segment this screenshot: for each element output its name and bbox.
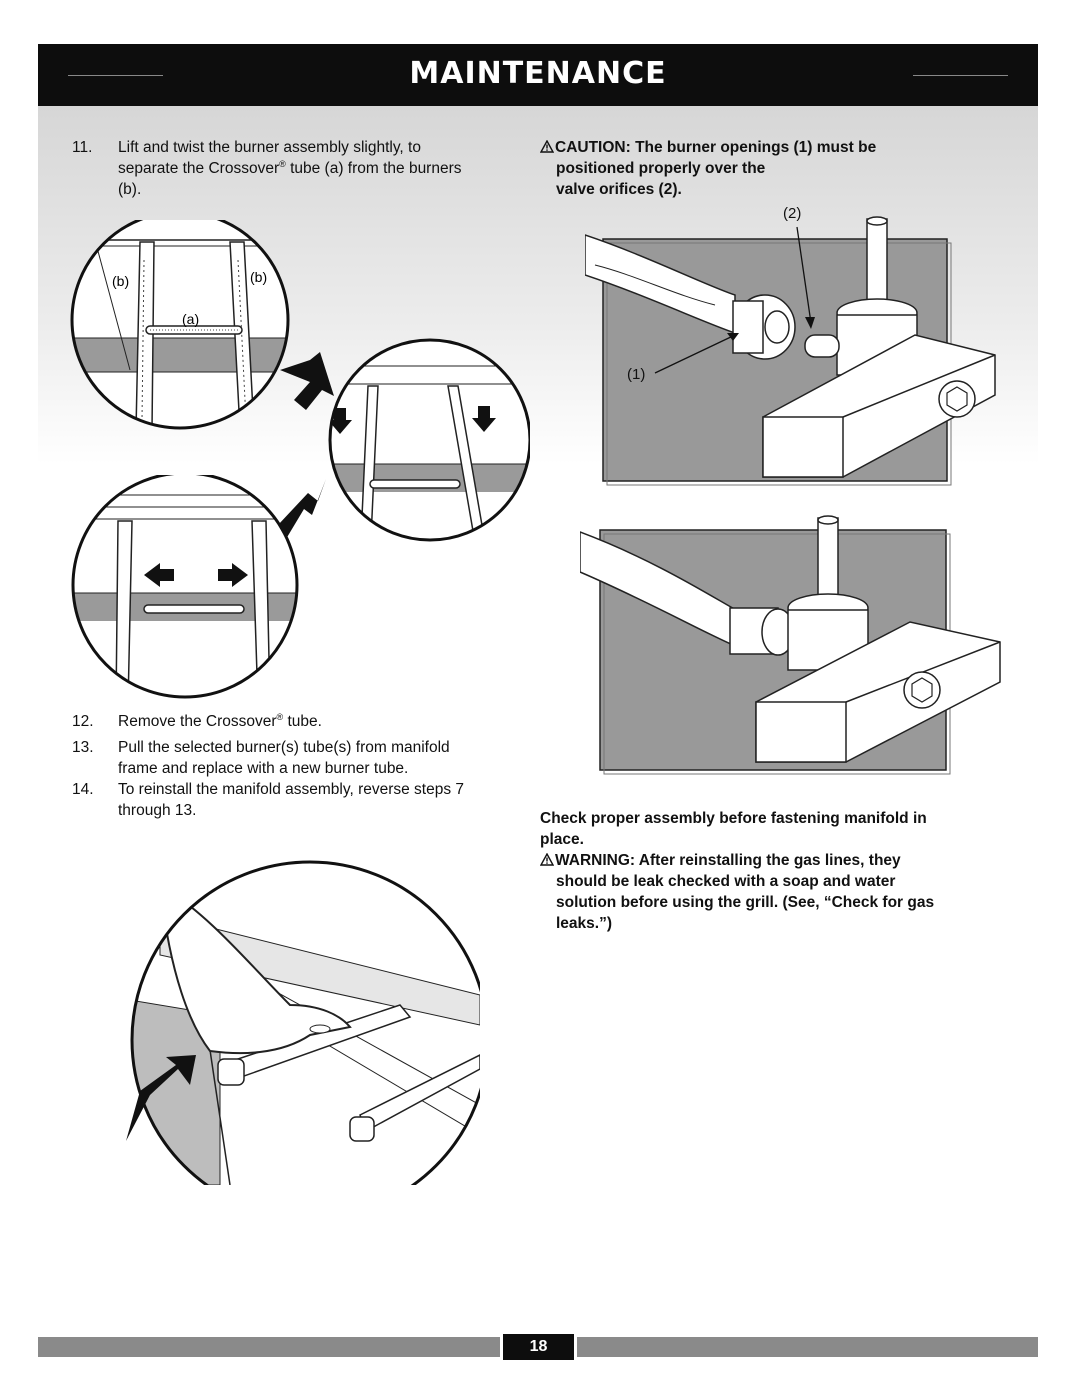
- caution-line: positioned properly over the: [556, 160, 766, 177]
- step-number: 13.: [72, 739, 94, 756]
- footer-bar-right: [577, 1337, 1038, 1357]
- step-text-line: frame and replace with a new burner tube…: [118, 760, 409, 777]
- arrow-icon: [126, 1055, 196, 1141]
- label-a: (a): [182, 311, 199, 327]
- burner-crossover-illustration: (b) (b) (a): [70, 220, 290, 430]
- callout-2: (2): [783, 205, 802, 222]
- burner-separate-illustration: [71, 475, 326, 699]
- burner-lift-illustration: [280, 338, 530, 542]
- valve-orifice-misaligned-illustration: [585, 216, 996, 486]
- caution-note: CAUTION: The burner openings (1) must be…: [540, 137, 1020, 203]
- step-text-line: (b).: [118, 181, 142, 198]
- step-13: 13. Pull the selected burner(s) tube(s) …: [72, 737, 512, 779]
- arrow-icon: [280, 352, 334, 410]
- label-b-left: (b): [112, 273, 129, 289]
- step-number: 12.: [72, 713, 94, 730]
- warning-line: WARNING: After reinstalling the gas line…: [555, 852, 901, 869]
- warning-icon: [540, 853, 554, 866]
- header-rule-left: [68, 75, 163, 76]
- warning-line: should be leak checked with a soap and w…: [556, 873, 896, 890]
- header-rule-right: [913, 75, 1008, 76]
- caution-line: valve orifices (2).: [556, 181, 682, 198]
- step-text-line: To reinstall the manifold assembly, reve…: [118, 781, 465, 798]
- valve-orifice-aligned-illustration: [580, 515, 1001, 775]
- step-14: 14. To reinstall the manifold assembly, …: [72, 779, 512, 821]
- warning-icon: [540, 140, 554, 153]
- callout-1: (1): [627, 366, 646, 383]
- step-number: 11.: [72, 139, 93, 156]
- warning-line: solution before using the grill. (See, “…: [556, 894, 935, 911]
- label-b-right: (b): [250, 269, 267, 285]
- page-number: 18: [503, 1334, 574, 1360]
- step-text-line: Lift and twist the burner assembly sligh…: [118, 139, 421, 156]
- warning-line: leaks.”): [556, 915, 613, 932]
- arrow-icon: [278, 479, 326, 539]
- check-line: place.: [540, 831, 584, 848]
- warning-note: WARNING: After reinstalling the gas line…: [540, 850, 1020, 934]
- burner-removal-illustration: [126, 860, 480, 1185]
- step-text-line: Remove the Crossover® tube.: [118, 711, 322, 730]
- step-text-line: separate the Crossover® tube (a) from th…: [118, 158, 462, 177]
- caution-line: CAUTION: The burner openings (1) must be: [555, 139, 877, 156]
- step-12: 12. Remove the Crossover® tube.: [72, 711, 512, 732]
- step-number: 14.: [72, 781, 94, 798]
- footer-bar-left: [38, 1337, 500, 1357]
- step-text-line: through 13.: [118, 802, 197, 819]
- check-assembly-note: Check proper assembly before fastening m…: [540, 808, 1020, 850]
- step-text-line: Pull the selected burner(s) tube(s) from…: [118, 739, 450, 756]
- step-11: 11. Lift and twist the burner assembly s…: [72, 137, 512, 203]
- section-title: MAINTENANCE: [409, 56, 667, 91]
- check-line: Check proper assembly before fastening m…: [540, 810, 927, 827]
- section-header: MAINTENANCE: [38, 44, 1038, 106]
